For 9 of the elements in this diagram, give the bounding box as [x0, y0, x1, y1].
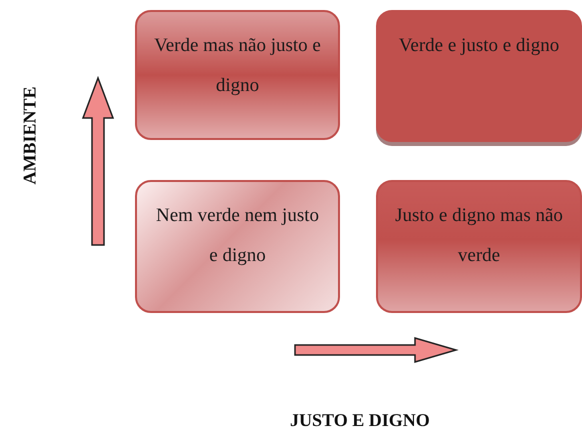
quadrant-box — [135, 180, 340, 313]
axis-title: JUSTO E DIGNO — [290, 410, 430, 431]
quadrant-box — [376, 180, 582, 313]
quadrant-box — [135, 10, 340, 140]
axis-title: AMBIENTE — [20, 86, 40, 187]
quadrant-label: Verde mas não justo e digno — [153, 34, 322, 98]
quadrant-label: Nem verde nem justo e digno — [154, 204, 320, 268]
quadrant-label: Verde e justo e digno — [398, 34, 560, 58]
quadrant-label: Justo e digno mas não verde — [394, 204, 564, 268]
